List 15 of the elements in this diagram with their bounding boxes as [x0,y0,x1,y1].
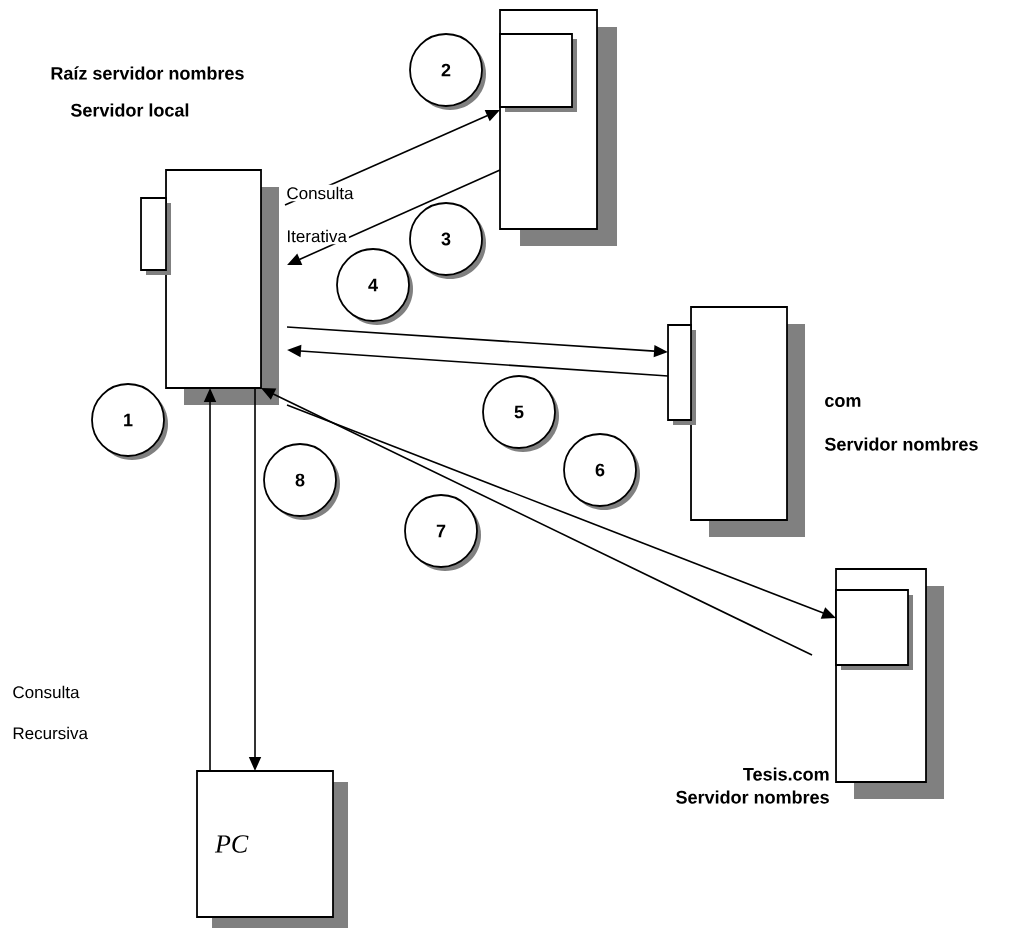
computer-box: PC [196,770,348,928]
caption-text: Raíz servidor nombres [48,64,247,82]
caption-text: Servidor nombres [822,435,981,453]
caption-text: Recursiva [10,724,90,742]
server-drawing [835,568,944,799]
caption-text: Tesis.com [740,765,832,783]
caption-text: Consulta [284,184,356,202]
caption-text: Consulta [10,683,82,701]
caption-text: Servidor local [68,101,192,119]
caption-text: Iterativa [284,227,349,245]
caption-text: com [822,395,864,409]
server-drawing [499,9,617,246]
server-drawing [667,306,805,537]
caption-text: Servidor nombres [673,788,832,806]
server-drawing [140,169,279,405]
